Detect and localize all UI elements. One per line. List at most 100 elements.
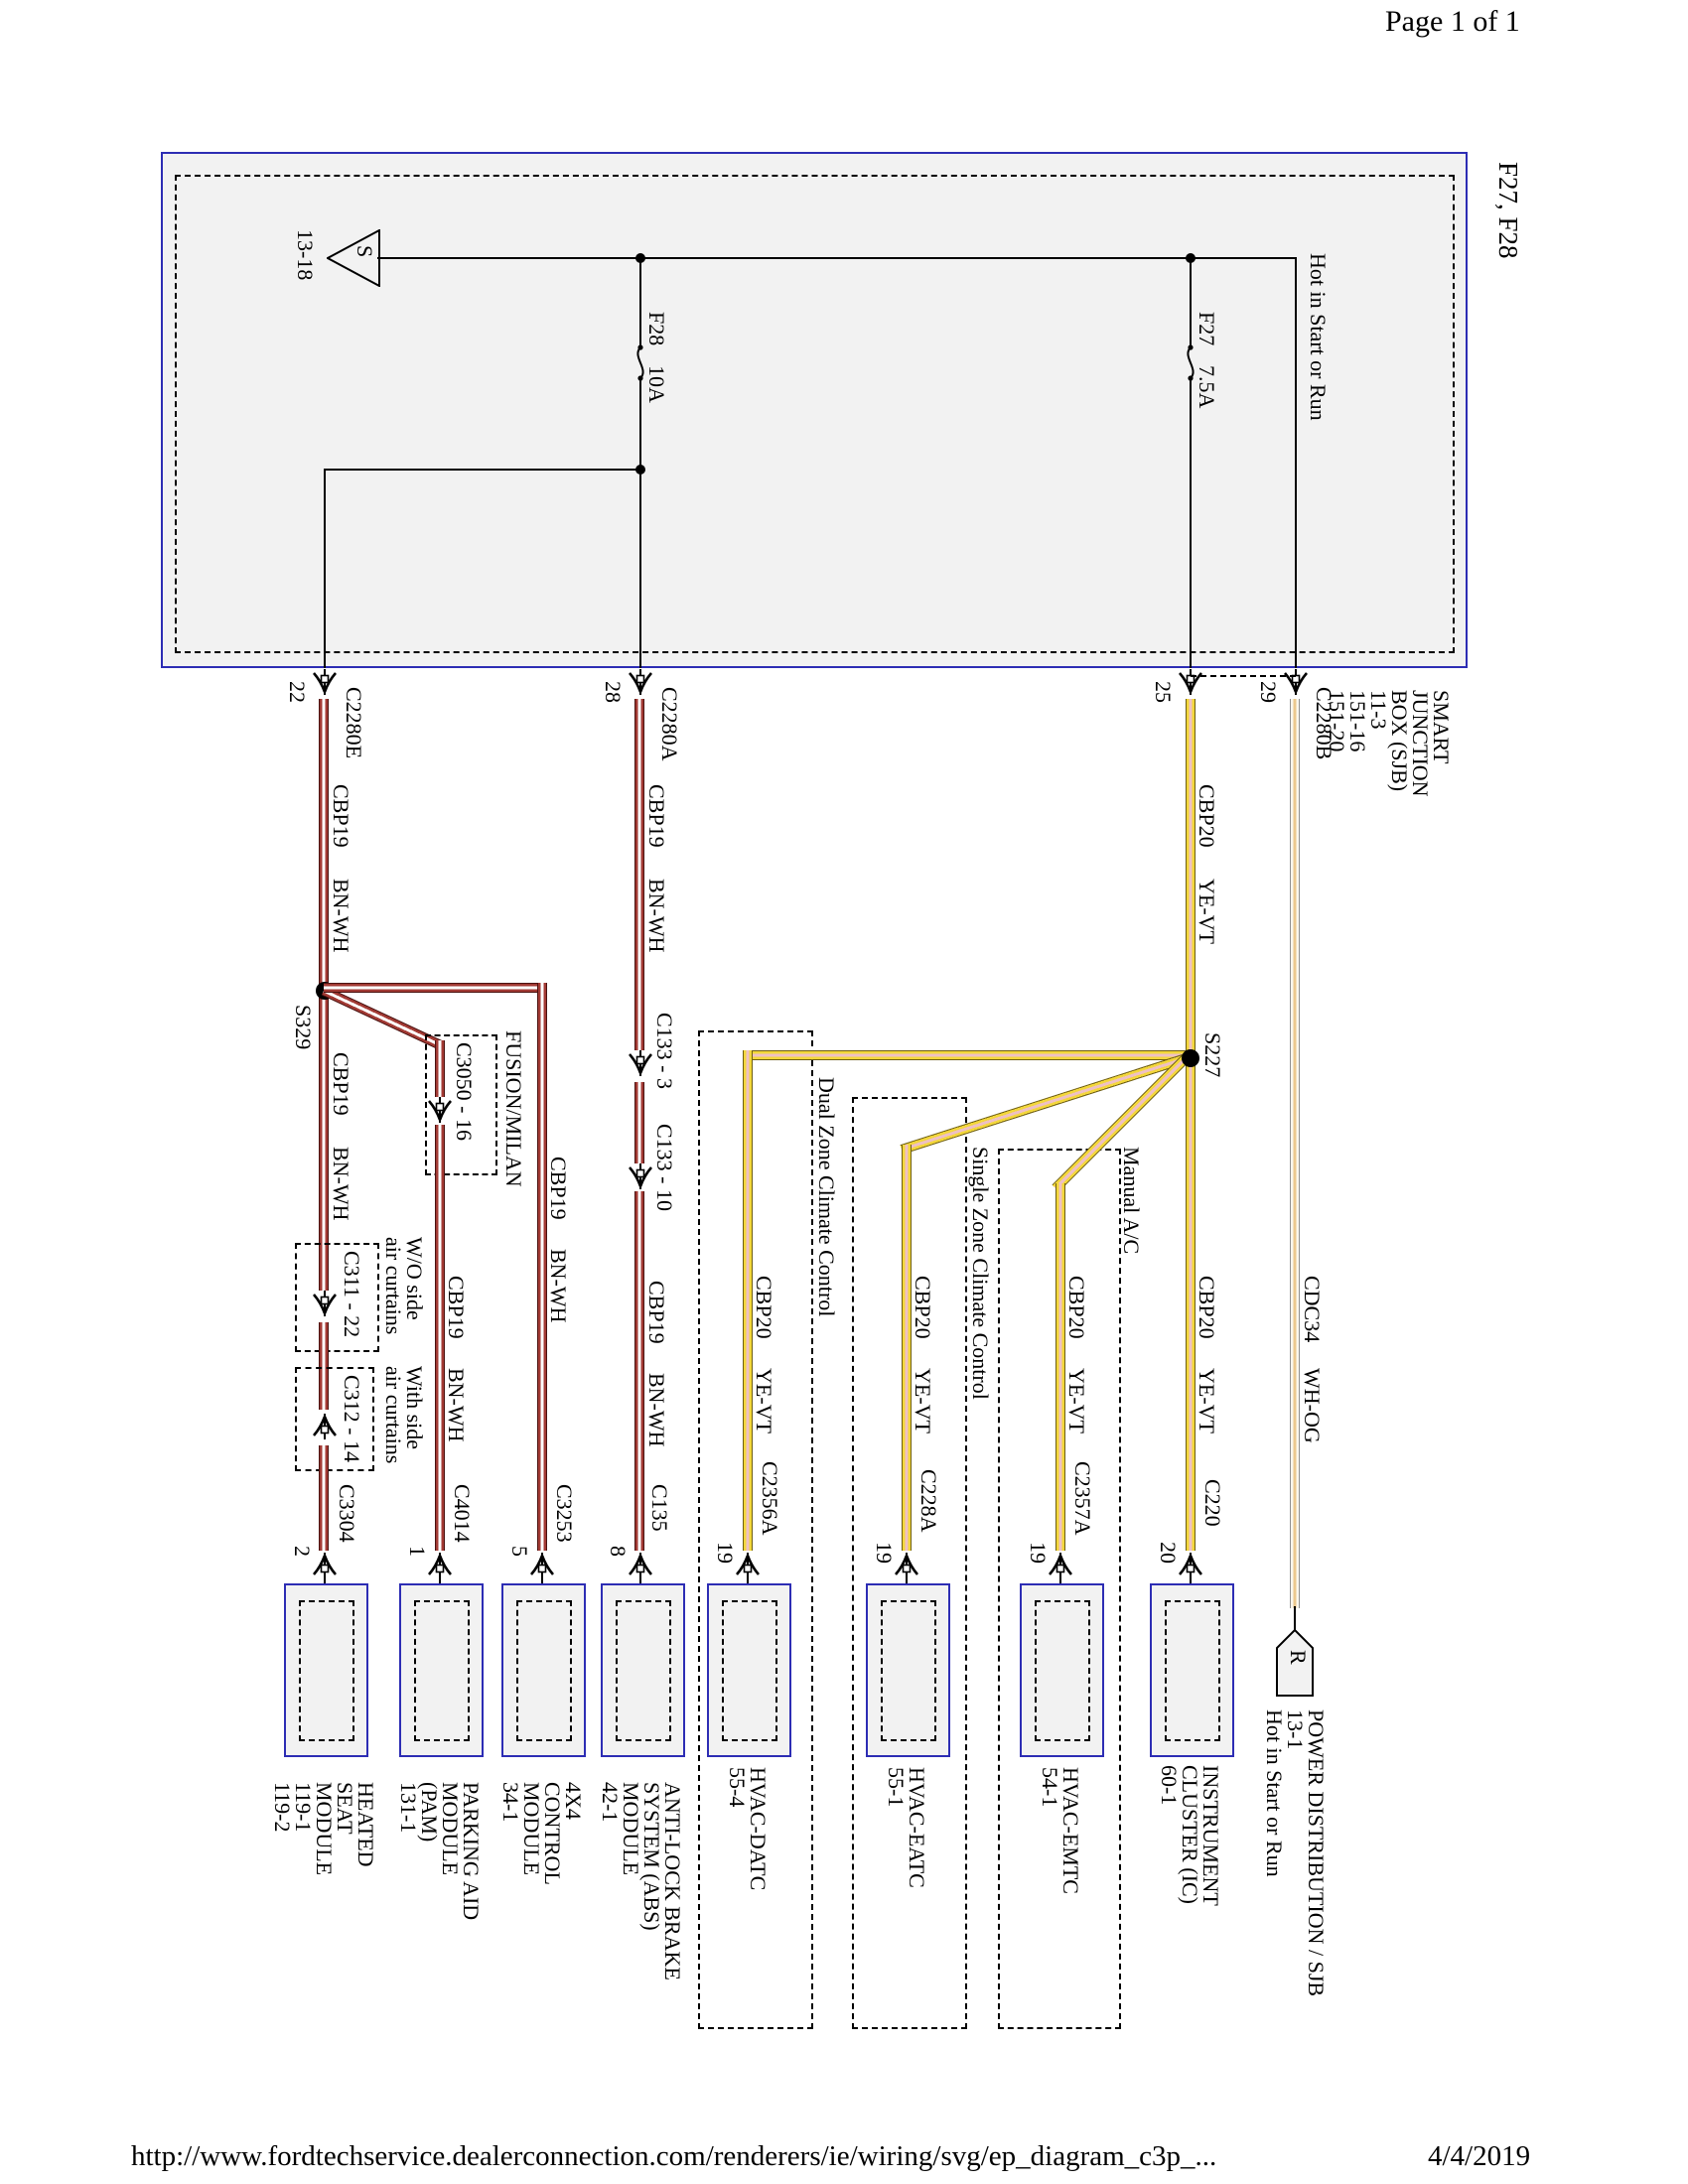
module-inner-dashed	[616, 1600, 671, 1741]
wire-color: YE-VT	[1195, 879, 1219, 944]
module-inner-dashed	[881, 1600, 936, 1741]
wire-bnwh-abs	[634, 1191, 644, 1551]
wire-code: CBP19	[546, 1157, 571, 1220]
wire-yevt-eatc	[902, 1145, 912, 1551]
wire-bnwh-abs	[634, 699, 644, 1050]
module-inner-dashed	[1165, 1600, 1220, 1741]
splice-s227-label: S227	[1200, 1032, 1225, 1078]
fusion-milan-label: FUSION/MILAN	[501, 1030, 526, 1187]
power-lead-line	[1294, 1606, 1296, 1632]
module-inner-dashed	[722, 1600, 777, 1741]
connector-c2280a: C2280A	[657, 687, 682, 761]
connector-c312: C312 - 14	[340, 1375, 364, 1462]
connector-arrow-down-icon	[1178, 669, 1203, 695]
connector-label: C2356A	[758, 1461, 782, 1536]
wire-code: CBP19	[329, 784, 353, 848]
connector-arrow-up-icon	[312, 1414, 338, 1439]
connector-label: C3253	[552, 1484, 577, 1543]
pin-29: 29	[1256, 681, 1281, 703]
wire-code: CDC34	[1300, 1276, 1325, 1343]
splice-s227-dot	[1182, 1049, 1199, 1067]
s-feed-triangle-icon	[327, 229, 380, 287]
wire-code: CBP19	[444, 1276, 469, 1339]
s-feed-ref: 13-18	[293, 229, 318, 281]
pin-22: 22	[285, 681, 310, 703]
pin-28: 28	[601, 681, 626, 703]
wire-color: YE-VT	[752, 1368, 776, 1433]
wire-yevt-emtc	[1055, 1183, 1065, 1551]
pin-25: 25	[1151, 681, 1176, 703]
wire-bnwh-branch	[324, 983, 547, 993]
dual-zone-label: Dual Zone Climate Control	[814, 1077, 839, 1317]
connector-c3050: C3050 - 16	[452, 1042, 477, 1141]
junction-dot	[1186, 253, 1196, 263]
wo-side-air-curtains-label: W/O side air curtains	[381, 1237, 427, 1335]
wire-color: WH-OG	[1300, 1368, 1325, 1443]
wire-color: BN-WH	[644, 1373, 669, 1447]
f28-branch-line	[324, 469, 641, 471]
pin29-line	[1295, 257, 1297, 668]
module-label-pam: PARKING AID MODULE (PAM) 131-1	[396, 1782, 484, 1921]
wire-bnwh-4x4	[537, 983, 547, 1551]
wire-code: CBP19	[644, 1281, 669, 1344]
wire-code: CBP19	[644, 784, 669, 848]
wire-code: CBP20	[911, 1276, 935, 1339]
wire-code: CBP20	[752, 1276, 776, 1339]
module-inner-dashed	[516, 1600, 572, 1741]
module-label-hvac-eatc: HVAC-EATC 55-1	[884, 1767, 929, 1888]
manual-ac-label: Manual A/C	[1119, 1147, 1144, 1255]
inline-connector-dashed-link	[1191, 675, 1296, 677]
connector-arrow-down-icon	[628, 669, 653, 695]
wire-code: CBP19	[329, 1052, 353, 1116]
wire-bnwh-heated-seat	[319, 1322, 329, 1410]
connector-c2280e: C2280E	[342, 687, 366, 759]
footer-url: http://www.fordtechservice.dealerconnect…	[131, 2140, 1217, 2172]
wire-bnwh-heated-seat	[319, 1445, 329, 1551]
module-label-instrument-cluster: INSTRUMENT CLUSTER (IC) 60-1	[1157, 1765, 1223, 1906]
c3050-dashed-box	[425, 1034, 497, 1175]
module-inner-dashed	[299, 1600, 354, 1741]
wire-yevt-branch	[743, 1050, 1191, 1060]
pin-number: 2	[290, 1546, 315, 1557]
sjb-inner-dashed	[175, 175, 1455, 653]
hot-in-start-label: Hot in Start or Run	[1306, 253, 1331, 421]
wire-code: CBP20	[1195, 1276, 1219, 1339]
connector-arrow-down-icon	[427, 1097, 453, 1123]
single-zone-dashed-box	[852, 1097, 967, 2029]
connector-label: C135	[647, 1484, 672, 1532]
pin22-line	[324, 469, 326, 668]
module-label-hvac-emtc: HVAC-EMTC 54-1	[1038, 1767, 1083, 1894]
module-inner-dashed	[414, 1600, 470, 1741]
module-label-hvac-datc: HVAC-DATC 55-4	[725, 1767, 771, 1891]
sjb-fuse-title: F27, F28	[1493, 162, 1523, 259]
pin-number: 20	[1156, 1542, 1181, 1564]
splice-s329-label: S329	[291, 1005, 316, 1050]
wire-color: YE-VT	[1064, 1368, 1089, 1433]
wire-color: YE-VT	[911, 1368, 935, 1433]
connector-label: C220	[1200, 1479, 1225, 1527]
wire-bnwh-pam	[435, 1125, 445, 1551]
power-feed-pentagon-icon	[1276, 1629, 1314, 1697]
connector-arrow-down-icon	[312, 669, 338, 695]
manual-ac-dashed-box	[998, 1149, 1121, 2029]
pin-number: 8	[606, 1546, 631, 1557]
connector-label: C2357A	[1070, 1461, 1095, 1536]
module-label-4x4: 4X4 CONTROL MODULE 34-1	[498, 1782, 586, 1885]
page-number: Page 1 of 1	[1385, 5, 1520, 38]
dual-zone-dashed-box	[698, 1030, 813, 2029]
wire-yevt-ic	[1186, 699, 1196, 1551]
pin-number: 5	[507, 1546, 532, 1557]
connector-c133-3: C133 - 3	[652, 1013, 677, 1089]
wire-color: BN-WH	[546, 1249, 571, 1323]
s-feed-letter: S	[352, 245, 377, 258]
with-side-air-curtains-label: With side air curtains	[381, 1366, 427, 1464]
pin-number: 1	[405, 1546, 430, 1557]
pin-number: 19	[713, 1542, 738, 1564]
connector-arrow-down-icon	[312, 1291, 338, 1316]
single-zone-label: Single Zone Climate Control	[968, 1147, 993, 1400]
module-label-heated-seat: HEATED SEAT MODULE 119-1 119-2	[270, 1782, 378, 1876]
fuse-f27-amp: 7.5A	[1195, 365, 1219, 409]
wire-code: CBP20	[1064, 1276, 1089, 1339]
wire-bnwh-pam	[435, 1040, 445, 1097]
sjb-block-label: SMART JUNCTION BOX (SJB) 11-3 151-16 151…	[1325, 690, 1454, 797]
